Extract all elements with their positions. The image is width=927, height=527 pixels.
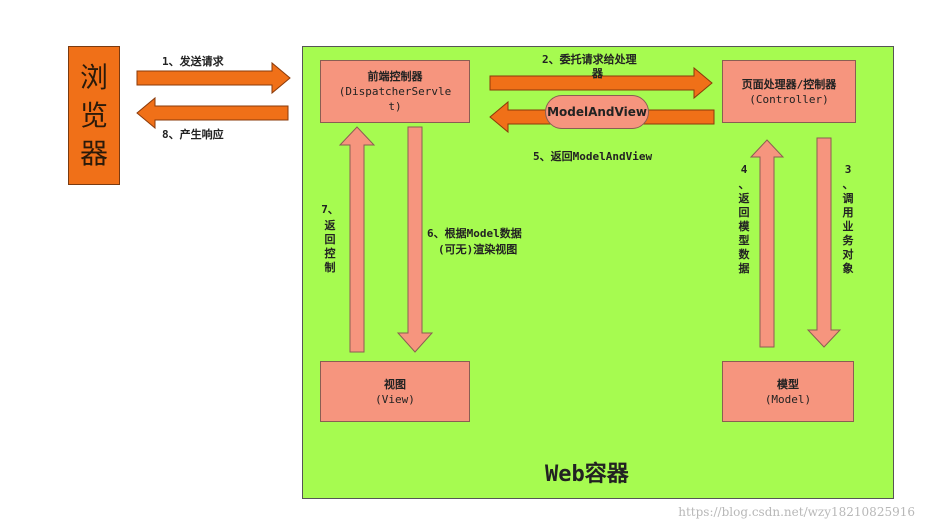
arrow-call-business xyxy=(806,137,842,348)
dispatcher-sub2: t) xyxy=(388,100,402,113)
step-3-num: 3 xyxy=(844,163,852,176)
step-2-label-line1: 2、委托请求给处理 xyxy=(542,53,637,66)
web-container-title: Web容器 xyxy=(545,462,629,487)
model-title: 模型 xyxy=(777,377,799,391)
step-4-label: 、返回模型数据 xyxy=(738,178,750,275)
controller-box: 页面处理器/控制器 (Controller) xyxy=(722,60,856,123)
step-7-label: 返回控制 xyxy=(324,219,336,274)
step-2-label-line2: 器 xyxy=(592,67,603,80)
browser-box: 浏 览 器 xyxy=(68,46,120,185)
watermark: https://blog.csdn.net/wzy18210825916 xyxy=(678,505,915,519)
step-6-label-line1: 6、根据Model数据 xyxy=(427,227,522,240)
arrow-return-model-data xyxy=(749,139,785,348)
view-title: 视图 xyxy=(384,377,406,391)
browser-char-2: 览 xyxy=(79,98,108,132)
step-8-label: 8、产生响应 xyxy=(162,128,224,141)
arrow-send-request xyxy=(136,61,291,95)
arrow-render-view xyxy=(396,126,434,353)
step-4-num: 4 xyxy=(740,163,748,176)
step-1-label: 1、发送请求 xyxy=(162,55,224,68)
arrow-delegate-request xyxy=(489,66,713,100)
step-3-label: 、调用业务对象 xyxy=(842,178,854,275)
controller-title: 页面处理器/控制器 xyxy=(741,77,837,91)
browser-char-1: 浏 xyxy=(79,60,108,94)
view-box: 视图 (View) xyxy=(320,361,470,422)
model-box: 模型 (Model) xyxy=(722,361,854,422)
browser-char-3: 器 xyxy=(79,136,108,170)
step-5-label: 5、返回ModelAndView xyxy=(533,150,653,163)
step-7-num: 7、 xyxy=(321,203,339,216)
dispatcher-sub: (DispatcherServle xyxy=(338,85,452,98)
view-sub: (View) xyxy=(375,392,415,406)
controller-sub: (Controller) xyxy=(749,92,829,106)
step-6-label-line2: (可无)渲染视图 xyxy=(438,243,518,256)
dispatcher-title: 前端控制器 xyxy=(367,70,423,83)
arrow-produce-response xyxy=(136,96,289,130)
model-sub: (Model) xyxy=(764,392,812,406)
model-and-view-pill: ModelAndView xyxy=(545,95,649,129)
dispatcher-box: 前端控制器 (DispatcherServle t) xyxy=(320,60,470,123)
arrow-return-control xyxy=(338,126,376,353)
